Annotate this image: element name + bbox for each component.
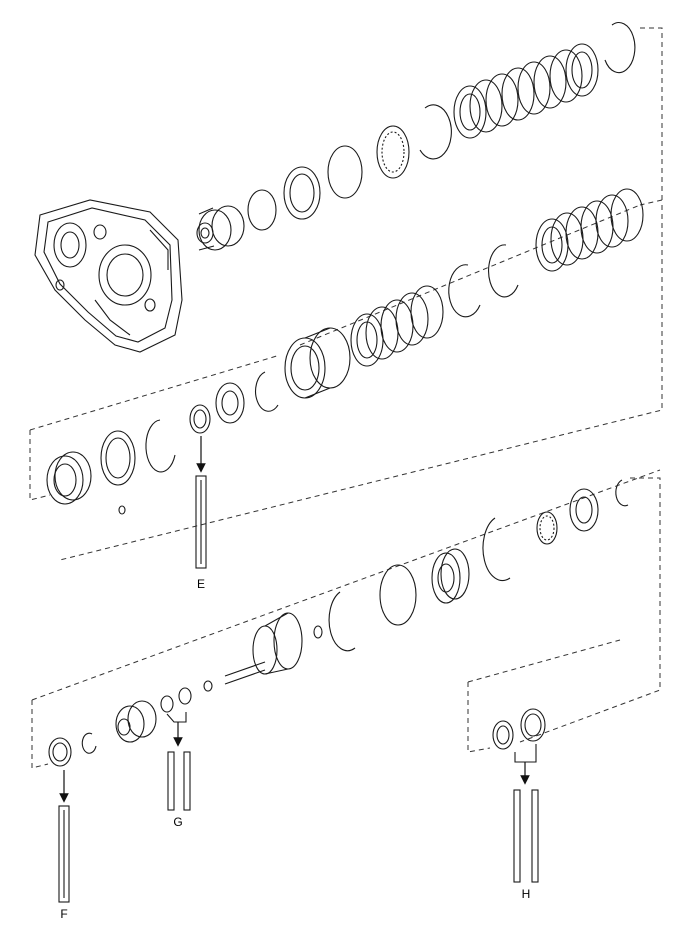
- label-h: H: [522, 887, 531, 901]
- planetary-carrier: [196, 205, 245, 251]
- label-e: E: [197, 577, 205, 591]
- h-dashed-frame: [467, 639, 621, 753]
- h-parts: [492, 708, 546, 750]
- label-f: F: [60, 907, 67, 921]
- clutch-pack-middle-right: [535, 188, 644, 272]
- lower-row-parts: [48, 479, 629, 767]
- clutch-pack-middle-left: [350, 285, 444, 367]
- upper-dashed-frame: [29, 27, 663, 561]
- lower-dashed-frame: [31, 469, 661, 769]
- tool-e: E: [195, 436, 207, 591]
- middle-row-parts: [46, 188, 644, 515]
- tool-h: H: [513, 744, 539, 901]
- transmission-case: [34, 199, 183, 353]
- label-g: G: [173, 815, 182, 829]
- output-gear: [115, 700, 157, 743]
- input-shaft-gear: [224, 612, 303, 685]
- tool-f: F: [58, 770, 70, 921]
- drum: [284, 327, 351, 399]
- ring-gear: [431, 548, 470, 604]
- upper-row-parts: [247, 22, 636, 231]
- tool-g: G: [166, 712, 191, 829]
- clutch-pack-upper: [453, 43, 599, 139]
